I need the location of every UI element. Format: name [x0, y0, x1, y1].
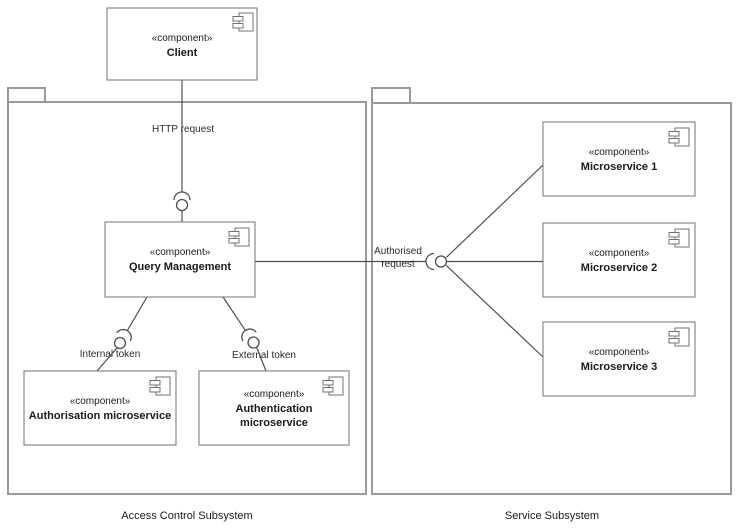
connector-query-authentication: External token [222, 296, 296, 372]
connector-line [222, 296, 246, 331]
component-authorisation-microservice: «component» Authorisation microservice [23, 370, 177, 446]
connector-line [96, 347, 118, 372]
component-stereotype: «component» [150, 247, 211, 258]
component-microservice-1: «component» Microservice 1 [542, 121, 696, 197]
connector-label-internal-token: Internal token [80, 349, 141, 360]
connector-line [127, 296, 148, 331]
required-interface-socket-icon [241, 328, 257, 342]
component-icon [322, 376, 344, 396]
component-icon [232, 12, 254, 32]
required-interface-socket-icon [425, 252, 435, 271]
provided-interface-ball-icon [247, 336, 260, 349]
component-microservice-2: «component» Microservice 2 [542, 222, 696, 298]
component-stereotype: «component» [70, 396, 131, 407]
connector-line-to-microservice-1 [445, 164, 544, 258]
component-name: Microservice 2 [581, 262, 657, 274]
component-name-line2: microservice [240, 417, 308, 429]
component-name: Authorisation microservice [29, 410, 171, 422]
component-stereotype: «component» [589, 248, 650, 259]
required-interface-socket-icon [173, 191, 191, 201]
lollipop-internal-token [113, 328, 132, 350]
connector-label-http-request: HTTP request [152, 124, 214, 135]
connector-label-request: request [381, 259, 415, 270]
package-label-service: Service Subsystem [505, 510, 599, 522]
component-name: Client [167, 47, 198, 59]
component-name: Query Management [129, 261, 231, 273]
component-query-management: «component» Query Management [104, 221, 256, 298]
component-box [106, 7, 258, 81]
component-stereotype: «component» [152, 33, 213, 44]
package-tab [371, 87, 411, 104]
component-name: Microservice 1 [581, 161, 657, 173]
package-label-access-control: Access Control Subsystem [121, 510, 252, 522]
component-icon [668, 127, 690, 147]
component-icon [668, 228, 690, 248]
connector-label-external-token: External token [232, 350, 296, 361]
lollipop-http-request [173, 191, 191, 212]
component-microservice-3: «component» Microservice 3 [542, 321, 696, 397]
connector-line-to-microservice-3 [445, 265, 544, 358]
component-icon [228, 227, 250, 247]
component-icon [668, 327, 690, 347]
component-stereotype: «component» [589, 147, 650, 158]
component-stereotype: «component» [244, 389, 305, 400]
component-name: Microservice 3 [581, 361, 657, 373]
component-authentication-microservice: «component» Authentication microservice [198, 370, 350, 446]
provided-interface-ball-icon [434, 255, 448, 268]
connector-line [256, 346, 267, 372]
component-stereotype: «component» [589, 347, 650, 358]
package-tab [7, 87, 46, 103]
lollipop-external-token [241, 328, 260, 349]
connector-query-authorisation: Internal token [80, 296, 148, 372]
component-icon [149, 376, 171, 396]
connector-query-microservices: Authorised request [255, 164, 544, 358]
connector-label-authorised: Authorised [374, 246, 422, 257]
provided-interface-ball-icon [175, 198, 189, 212]
package-access-control-subsystem: Access Control Subsystem [7, 87, 367, 522]
provided-interface-ball-icon [113, 336, 127, 350]
required-interface-socket-icon [116, 328, 132, 342]
connector-client-query-management: HTTP request [152, 80, 214, 222]
component-client: «component» Client [106, 7, 258, 81]
component-name-line1: Authentication [236, 403, 313, 415]
lollipop-authorised-request [425, 252, 448, 271]
